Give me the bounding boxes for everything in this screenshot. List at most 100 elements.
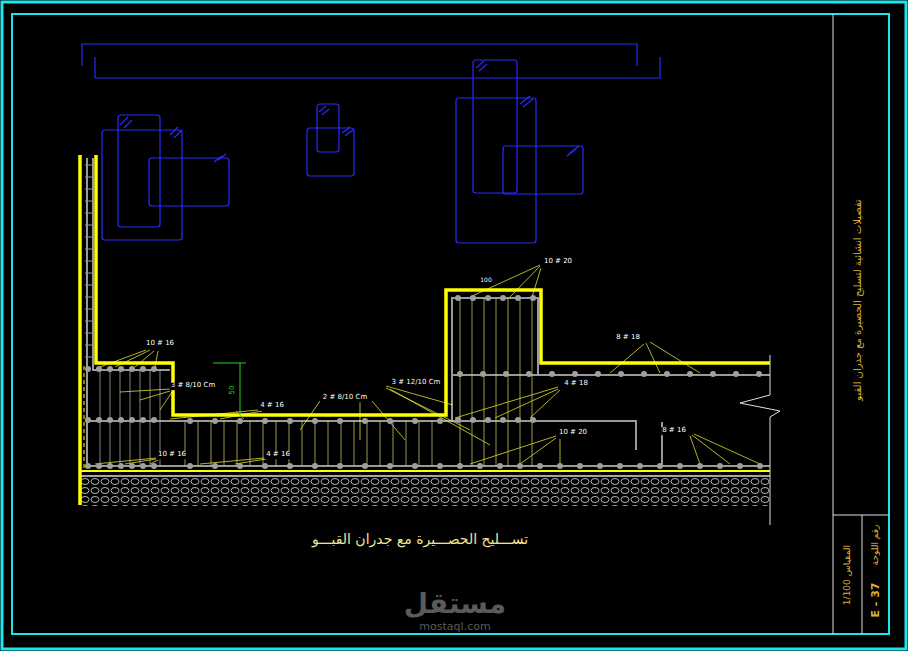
title-block-line	[862, 515, 863, 634]
rebar-dot	[515, 417, 521, 423]
rebar-dot	[387, 418, 393, 424]
watermark: مستقل	[404, 589, 506, 620]
rebar-callout: 4 # 16	[259, 402, 285, 410]
rebar-dot	[85, 463, 91, 469]
rebar-dot	[151, 366, 157, 372]
wall-tie	[85, 345, 95, 346]
stirrup-leg	[393, 421, 394, 466]
rebar-dot	[312, 418, 318, 424]
wall-tie	[85, 213, 95, 214]
wall-face	[84, 366, 85, 470]
rebar-dot	[757, 463, 763, 469]
rebar-dot	[387, 463, 393, 469]
stirrup-shapes	[102, 60, 583, 243]
stirrup-leg	[460, 298, 461, 466]
dimension-text: 50	[229, 385, 237, 396]
rebar-dot	[470, 295, 476, 301]
stirrup-leg	[406, 421, 407, 466]
rebar-callout: 3 # 8/10 Cm	[170, 382, 216, 390]
rebar-dot	[537, 463, 543, 469]
wall-tie	[85, 261, 95, 262]
rebar-dot	[530, 295, 536, 301]
rebar-callout: 10 # 16	[157, 451, 187, 459]
rebar-dot	[237, 418, 243, 424]
stirrup-leg	[150, 370, 151, 466]
rebar-dot	[107, 366, 113, 372]
wall-tie	[85, 189, 95, 190]
rebar-callout: 4 # 16	[265, 451, 291, 459]
rebar-dot	[515, 295, 521, 301]
stirrup-leg	[532, 298, 533, 466]
rebar-dot	[500, 295, 506, 301]
drawing-title: تســـليح الحصـــيرة مع جدران القبـــو	[312, 532, 528, 547]
rebar-dot	[637, 463, 643, 469]
dimension-line	[213, 363, 246, 419]
rebar-dot	[455, 295, 461, 301]
rebar-dot	[577, 463, 583, 469]
wall-tie	[85, 237, 95, 238]
rebar-dot	[129, 417, 135, 423]
stirrup-leg	[315, 421, 316, 466]
rebar-dot	[287, 418, 293, 424]
stirrup-leg	[237, 421, 238, 466]
stirrup-leg	[484, 298, 485, 466]
rebar-lines	[85, 158, 770, 466]
rebar-dot	[485, 417, 491, 423]
rebar-callout: 10 # 16	[145, 340, 175, 348]
rebar-dot	[262, 463, 268, 469]
rebar-dot	[697, 463, 703, 469]
wall-tie	[85, 285, 95, 286]
rebar-callout: 2 # 8/10 Cm	[322, 394, 368, 402]
stirrup-leg	[250, 421, 251, 466]
stirrup-leg	[328, 421, 329, 466]
rebar-dot	[140, 417, 146, 423]
title-block-line	[833, 14, 834, 634]
rebar-dot	[118, 366, 124, 372]
rebar-dot	[687, 371, 693, 377]
stirrup-leg	[367, 421, 368, 466]
rebar-dot	[572, 371, 578, 377]
rebar-dot	[437, 418, 443, 424]
rebar-dot	[618, 371, 624, 377]
wall-tie	[85, 201, 95, 202]
rebar-dot	[212, 418, 218, 424]
rebar-dot	[470, 417, 476, 423]
rebar-dot	[187, 463, 193, 469]
rebar-dot	[107, 417, 113, 423]
wall-tie	[85, 321, 95, 322]
rebar-dot	[497, 463, 503, 469]
title-block-text: تفصيلات انشائية لتسليح الحصيرة مع جدران …	[852, 199, 863, 400]
rebar-callout: 3 # 12/10 Cm	[391, 379, 442, 387]
rebar-dot	[187, 418, 193, 424]
rebar-dot	[85, 366, 91, 372]
inner-frame	[12, 14, 889, 634]
soil-hatch	[80, 476, 770, 506]
rebar-dot	[710, 371, 716, 377]
stirrup-leg	[198, 421, 199, 466]
rebar-dot	[503, 371, 509, 377]
stirrup-leg	[520, 298, 521, 466]
wall-tie	[85, 309, 95, 310]
rebar-dot	[664, 371, 670, 377]
rebar-dot	[617, 463, 623, 469]
concrete-bottom	[80, 470, 770, 472]
rebar-callout: 10 # 20	[543, 258, 573, 266]
stirrup-leg	[224, 421, 225, 466]
stirrup-leg	[419, 421, 420, 466]
rebar-dot	[96, 463, 102, 469]
rebar-dot	[362, 418, 368, 424]
wall-tie	[85, 249, 95, 250]
rebar-dot	[151, 463, 157, 469]
bar-shape-bracket	[95, 57, 660, 78]
stirrup-leg	[496, 298, 497, 466]
rebar-dot	[485, 295, 491, 301]
wall-tie	[85, 357, 95, 358]
bar-shape-bracket	[82, 44, 637, 66]
rebar-dot	[118, 417, 124, 423]
rebar-dot	[557, 463, 563, 469]
rebar-dot	[595, 371, 601, 377]
rebar-dot	[96, 366, 102, 372]
stirrup-leg	[263, 421, 264, 466]
rebar-dot	[237, 463, 243, 469]
